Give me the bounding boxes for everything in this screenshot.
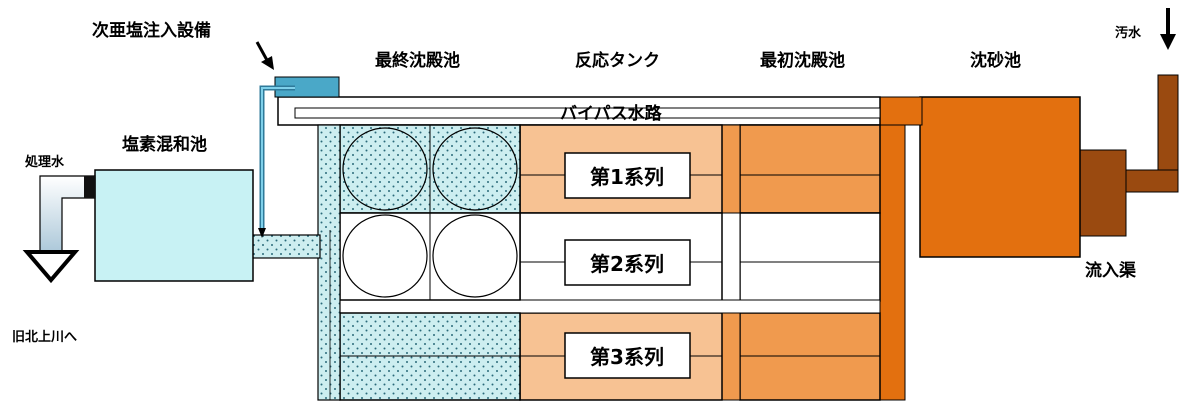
sewage-down-arrow [1160, 8, 1176, 50]
series-2-box: 第2系列 [564, 239, 691, 286]
series-1-label: 第1系列 [590, 165, 664, 189]
collection-channel [317, 124, 341, 401]
reaction-tank-label: 反応タンク [575, 50, 660, 71]
chlorine-mixing-label: 塩素混和池 [122, 134, 207, 155]
final-sedimentation-label: 最終沈殿池 [375, 50, 460, 71]
grit-chamber-label: 沈砂池 [970, 50, 1021, 71]
sewage-label: 汚水 [1115, 25, 1142, 41]
primary-sedimentation-block [721, 124, 881, 401]
final-sedimentation-block [339, 124, 521, 401]
series-gap-lane [339, 299, 881, 314]
bypass-label: バイパス水路 [560, 103, 663, 124]
outlet-pipe [251, 234, 321, 259]
inflow-channel-label: 流入渠 [1085, 260, 1137, 281]
primary-sedimentation-label: 最初沈殿池 [760, 50, 845, 71]
equipment-pointer-arrow [255, 41, 274, 70]
inflow-channel-block [1077, 149, 1127, 237]
outlet-label: 旧北上川へ [12, 330, 77, 345]
grit-chamber-block [919, 96, 1081, 258]
hypochlorite-label: 次亜塩注入設備 [92, 20, 211, 41]
treated-water-label: 処理水 [24, 154, 65, 170]
series-3-label: 第3系列 [590, 345, 664, 369]
sewage-inlet-pipe [1117, 74, 1179, 193]
chlorine-mixing-tank [94, 169, 254, 282]
distribution-channel [879, 96, 906, 401]
treated-water-pipe [22, 175, 96, 284]
distribution-connector [879, 96, 923, 126]
bypass-inner [294, 107, 881, 119]
series-1-box: 第1系列 [564, 152, 691, 199]
series-3-box: 第3系列 [564, 332, 691, 379]
hypochlorite-equipment [258, 76, 340, 238]
series-2-label: 第2系列 [590, 252, 664, 276]
